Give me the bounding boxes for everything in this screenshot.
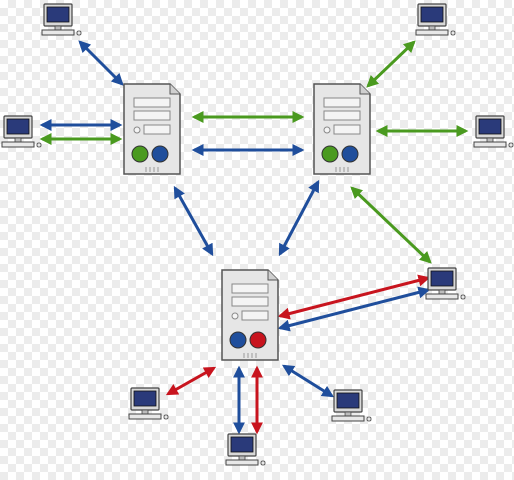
computer-bottom-left-screen [133, 390, 157, 407]
computer-bottom-right-screen [336, 392, 360, 409]
computer-top-right-screen [420, 6, 444, 23]
server-bottom-light-blue [229, 331, 247, 349]
server-top-right-light-green [321, 145, 339, 163]
link-topleft-computer-server [78, 40, 124, 86]
link-topright-server-middleright-computer [350, 186, 432, 264]
computer-bottom-center-screen [230, 436, 254, 453]
server-top-left-light-blue [151, 145, 169, 163]
server-top-left [123, 83, 181, 175]
link-bottom-server-middleright-computer-blue [277, 286, 431, 332]
link-topright-server-bottom-server [278, 179, 320, 257]
computer-middle-right-screen [430, 270, 454, 287]
server-top-left-light-green [131, 145, 149, 163]
server-bottom-light-red [249, 331, 267, 349]
computer-top-left [41, 3, 82, 36]
server-bottom [221, 269, 279, 361]
server-top-right-light-blue [341, 145, 359, 163]
node-layer [1, 3, 514, 466]
computer-right-screen [478, 118, 502, 135]
computer-left-screen [6, 118, 30, 135]
computer-top-right [415, 3, 456, 36]
computer-bottom-right [331, 389, 372, 422]
connection-layer [39, 40, 469, 435]
link-topleft-server-bottom-server [173, 185, 214, 257]
computer-bottom-center [225, 433, 266, 466]
computer-top-left-screen [46, 6, 70, 23]
server-top-right [313, 83, 371, 175]
computer-right [473, 115, 514, 148]
computer-bottom-left [128, 387, 169, 420]
computer-left [1, 115, 42, 148]
link-bottom-server-bottomleft-computer [165, 366, 217, 396]
computer-middle-right [425, 267, 466, 300]
link-topright-computer-server [366, 40, 416, 88]
link-bottom-server-bottomright-computer [281, 364, 335, 398]
